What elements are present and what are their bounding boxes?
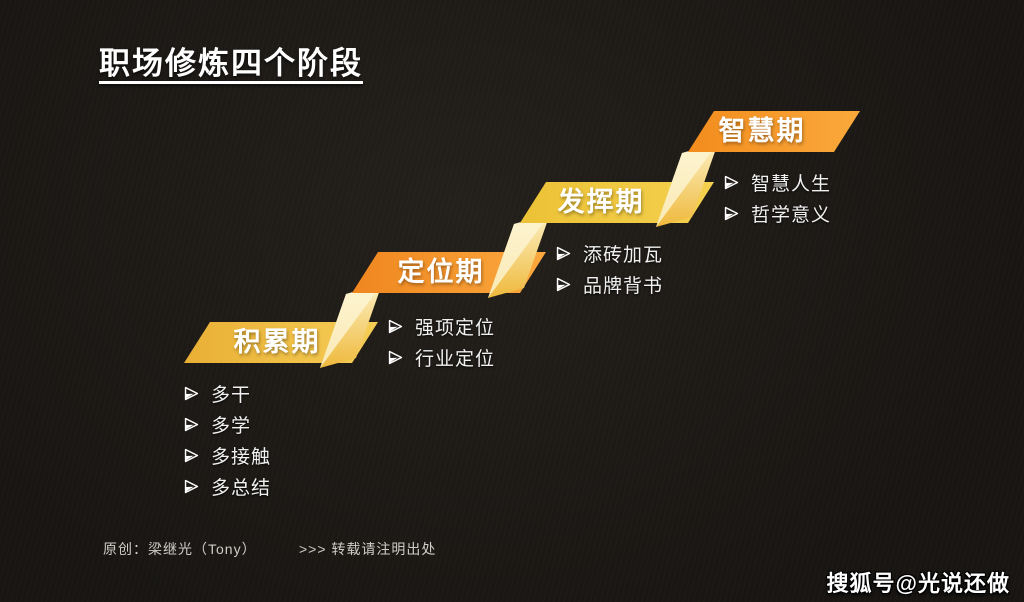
- sohu-watermark: 搜狐号@光说还做: [826, 571, 1010, 596]
- arrow-bullet-icon: [388, 350, 403, 365]
- bullet-text: 多干: [211, 385, 252, 406]
- author-credit: 原创：梁继光（Tony）: [103, 541, 257, 557]
- arrow-bullet-icon: [556, 246, 571, 261]
- arrow-bullet-icon: [388, 319, 403, 334]
- arrow-bullet-icon: [184, 479, 199, 494]
- list-item: 多干: [183, 378, 271, 409]
- arrow-bullet-icon: [184, 448, 199, 463]
- step-shape-4: [688, 111, 860, 152]
- step-connector-1: [320, 284, 382, 368]
- list-item: 智慧人生: [723, 167, 831, 198]
- stage-label-zhihuiqi: 智慧期: [718, 116, 806, 146]
- bullet-text: 强项定位: [415, 318, 496, 339]
- arrow-bullet-icon: [184, 386, 199, 401]
- bullet-text: 多总结: [211, 478, 272, 499]
- bullet-text: 品牌背书: [583, 276, 664, 297]
- bullet-text: 多接触: [211, 447, 272, 468]
- step-connector-2: [488, 214, 550, 298]
- list-item: 多学: [183, 409, 271, 440]
- list-item: 多总结: [183, 471, 271, 502]
- arrow-bullet-icon: [724, 175, 739, 190]
- stage-3-bullet-list: 添砖加瓦 品牌背书: [555, 238, 663, 300]
- repost-notice: >>> 转载请注明出处: [299, 541, 437, 557]
- arrow-bullet-icon: [556, 277, 571, 292]
- stage-4-bullet-list: 智慧人生 哲学意义: [723, 167, 831, 229]
- stage-label-jileiqi: 积累期: [233, 327, 321, 357]
- list-item: 多接触: [183, 440, 271, 471]
- bullet-text: 哲学意义: [751, 205, 832, 226]
- stage-label-fahuiqi: 发挥期: [557, 187, 645, 217]
- bullet-text: 添砖加瓦: [583, 245, 664, 266]
- stage-label-dingweiqi: 定位期: [397, 257, 485, 287]
- list-item: 添砖加瓦: [555, 238, 663, 269]
- bullet-text: 行业定位: [415, 349, 496, 370]
- bullet-text: 智慧人生: [751, 174, 832, 195]
- arrow-bullet-icon: [724, 206, 739, 221]
- stage-1-bullet-list: 多干 多学 多接触 多总结: [183, 378, 271, 502]
- list-item: 强项定位: [387, 311, 495, 342]
- list-item: 哲学意义: [723, 198, 831, 229]
- bullet-text: 多学: [211, 416, 252, 437]
- page-title: 职场修炼四个阶段: [99, 46, 363, 81]
- list-item: 品牌背书: [555, 269, 663, 300]
- step-connector-3: [656, 143, 718, 227]
- list-item: 行业定位: [387, 342, 495, 373]
- arrow-bullet-icon: [184, 417, 199, 432]
- stage-2-bullet-list: 强项定位 行业定位: [387, 311, 495, 373]
